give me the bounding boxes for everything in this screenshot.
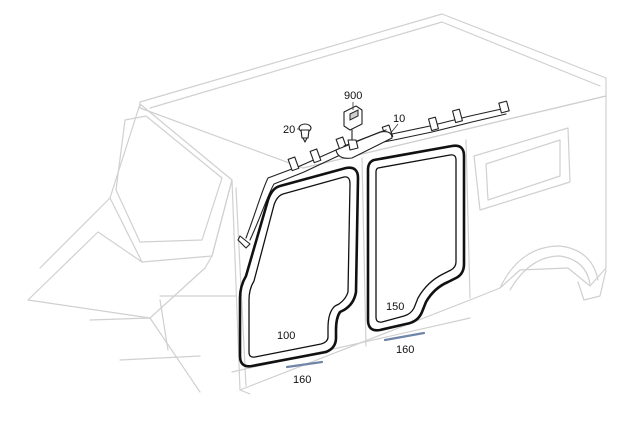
rear-door-seal-part — [366, 144, 466, 332]
callout-160-rear: 160 — [396, 344, 414, 356]
clip-part-icon — [298, 123, 312, 143]
curtain-airbag-part — [237, 100, 510, 249]
callout-10: 10 — [393, 113, 405, 125]
vehicle-body-outline — [27, 13, 607, 395]
front-door-seal-part — [238, 166, 360, 368]
airbag-connector-part — [343, 105, 363, 151]
rear-sill-strip-part — [383, 331, 426, 342]
callout-900: 900 — [344, 90, 362, 102]
callout-20: 20 — [283, 124, 295, 136]
callout-150: 150 — [386, 301, 404, 313]
leader-lines — [297, 102, 399, 135]
callout-160-front: 160 — [293, 374, 311, 386]
callout-100: 100 — [277, 330, 295, 342]
front-sill-strip-part — [285, 360, 324, 369]
